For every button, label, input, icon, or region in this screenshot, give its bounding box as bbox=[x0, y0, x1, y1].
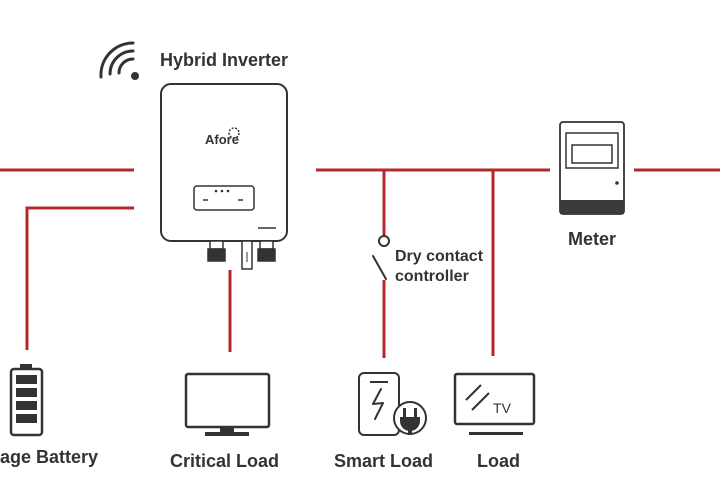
wiring bbox=[0, 168, 720, 358]
tv-text: TV bbox=[493, 400, 512, 416]
tv-icon: TV bbox=[453, 372, 536, 435]
critical-load-label: Critical Load bbox=[170, 451, 280, 471]
monitor-icon bbox=[184, 372, 271, 436]
dry-contact-label-line1: Dry contact bbox=[395, 248, 484, 265]
switch-icon bbox=[372, 235, 390, 280]
dry-contact-label-line2: controller bbox=[395, 268, 469, 285]
inverter-brand: Afore bbox=[205, 132, 239, 147]
meter-label: Meter bbox=[568, 229, 617, 249]
smart-load-icon bbox=[358, 372, 427, 436]
inverter-display bbox=[193, 185, 255, 211]
inverter-icon: Afore bbox=[160, 83, 288, 270]
battery-icon bbox=[9, 364, 44, 437]
plug-icon bbox=[393, 401, 427, 435]
storage-battery-label: age Battery bbox=[0, 447, 99, 467]
meter-base bbox=[560, 200, 624, 214]
battery-wire bbox=[25, 206, 134, 350]
load-label: Load bbox=[477, 451, 520, 471]
inverter-connectors bbox=[207, 240, 276, 270]
brand-logo: Afore bbox=[205, 127, 240, 147]
smart-load-label: Smart Load bbox=[334, 451, 434, 471]
meter-icon bbox=[559, 121, 625, 215]
hybrid-inverter-label: Hybrid Inverter bbox=[160, 50, 289, 70]
wifi-icon bbox=[99, 41, 139, 80]
